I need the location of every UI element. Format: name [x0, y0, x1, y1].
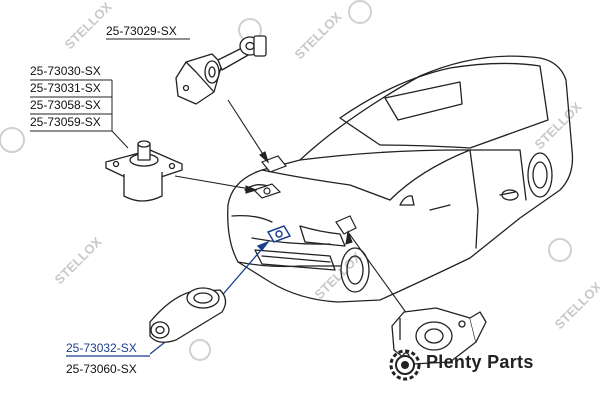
part-label-left-1[interactable]: 25-73030-SX [30, 64, 101, 78]
part-label-left-2[interactable]: 25-73031-SX [30, 81, 101, 95]
part-label-bottom-primary[interactable]: 25-73032-SX [66, 341, 137, 355]
watermark-text: STELLOX [292, 9, 345, 62]
part-label-left-3[interactable]: 25-73058-SX [30, 98, 101, 112]
mount-in-car-highlight [266, 225, 292, 243]
leader-lines [174, 99, 411, 319]
gear-icon [389, 349, 421, 381]
car-drawing [227, 55, 574, 303]
watermark-text: STELLOX [52, 234, 105, 287]
watermark-text: STELLOX [532, 99, 585, 152]
watermark-text: STELLOX [552, 279, 600, 332]
part-label-bottom-secondary[interactable]: 25-73060-SX [66, 362, 137, 376]
watermark-seals [0, 0, 572, 361]
label-underlines [30, 38, 190, 149]
part-top-mount [175, 35, 267, 105]
part-left-mount [105, 140, 183, 202]
part-bottom-rod [149, 287, 227, 343]
brand-name: Plenty Parts [426, 352, 534, 372]
brand-logo: Plenty Parts [380, 346, 596, 386]
mount-in-car [252, 155, 357, 235]
part-label-left-4[interactable]: 25-73059-SX [30, 115, 101, 129]
part-label-top[interactable]: 25-73029-SX [106, 24, 177, 38]
